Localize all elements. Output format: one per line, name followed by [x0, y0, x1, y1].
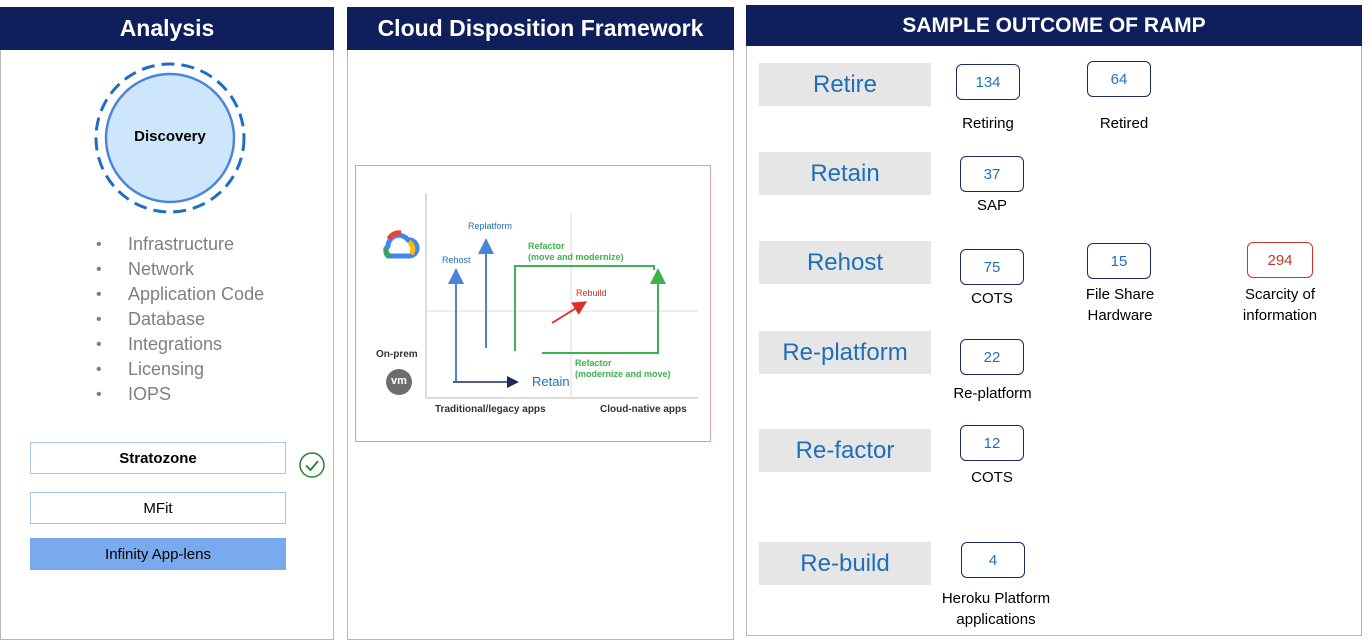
analysis-title: Analysis	[119, 15, 215, 41]
refactor-modernize-line1: Refactor	[575, 358, 612, 368]
analysis-item: Integrations	[96, 332, 264, 357]
category-re-build: Re-build	[759, 542, 931, 585]
tool-label: Infinity App-lens	[105, 545, 211, 563]
tool-stratozone: Stratozone	[30, 442, 286, 474]
value-label-line2: information	[1242, 307, 1318, 324]
value-label: Re-platform	[953, 385, 1032, 402]
check-circle-icon	[299, 452, 325, 478]
value-box-highlight: 294	[1247, 242, 1313, 278]
analysis-item: Application Code	[96, 282, 264, 307]
xaxis-label-legacy: Traditional/legacy apps	[435, 404, 546, 415]
vm-icon: vm	[391, 375, 407, 387]
xaxis-label-cloud-native: Cloud-native apps	[600, 404, 687, 415]
value-label: Retiring	[962, 115, 1014, 132]
value-label: SAP	[976, 197, 1007, 214]
framework-diagram-svg	[383, 193, 698, 399]
refactor-modernize-line2: (modernize and move)	[575, 369, 671, 379]
category-retire: Retire	[759, 63, 931, 106]
category-retain: Retain	[759, 152, 931, 195]
value-box: 4	[961, 542, 1025, 578]
refactor-move-line2: (move and modernize)	[528, 252, 624, 262]
discovery-label: Discovery	[134, 128, 206, 145]
tool-mfit: MFit	[30, 492, 286, 524]
label-onprem: On-prem	[376, 349, 418, 360]
refactor-move-line1: Refactor	[528, 241, 565, 251]
value-box: 37	[960, 156, 1024, 192]
tool-label: Stratozone	[119, 449, 197, 467]
value-box: 15	[1087, 243, 1151, 279]
analysis-item: Database	[96, 307, 264, 332]
value-label-line1: File Share	[1085, 286, 1155, 303]
value-box: 134	[956, 64, 1020, 100]
label-replatform: Replatform	[468, 221, 513, 231]
google-cloud-icon	[383, 230, 420, 259]
label-rebuild: Rebuild	[576, 288, 607, 298]
value-label-line1: Heroku Platform	[941, 590, 1051, 607]
value-label: Heroku Platform applications	[920, 588, 1072, 630]
label-retain: Retain	[532, 374, 570, 389]
ramp-title: SAMPLE OUTCOME OF RAMP	[902, 13, 1206, 37]
analysis-item: Licensing	[96, 357, 264, 382]
framework-diagram: Replatform Rehost Refactor (move and mod…	[355, 165, 711, 442]
label-rehost: Rehost	[442, 255, 471, 265]
framework-title: Cloud Disposition Framework	[377, 15, 704, 41]
value-label: File Share Hardware	[1060, 284, 1180, 326]
value-box: 64	[1087, 61, 1151, 97]
analysis-item: Infrastructure	[96, 232, 264, 257]
analysis-items-list: Infrastructure Network Application Code …	[96, 232, 264, 407]
value-box: 75	[960, 249, 1024, 285]
label-refactor-modernize: Refactor (modernize and move)	[575, 358, 671, 380]
category-re-platform: Re-platform	[759, 331, 931, 374]
value-box: 12	[960, 425, 1024, 461]
label-refactor-move: Refactor (move and modernize)	[528, 241, 624, 263]
value-label: COTS	[971, 469, 1013, 486]
category-rehost: Rehost	[759, 241, 931, 284]
discovery-circle	[94, 62, 246, 214]
value-box: 22	[960, 339, 1024, 375]
tool-label: MFit	[143, 499, 173, 517]
value-label-line1: Scarcity of	[1244, 286, 1316, 303]
framework-header: Cloud Disposition Framework	[347, 7, 734, 50]
analysis-item: IOPS	[96, 382, 264, 407]
value-label: Retired	[1099, 115, 1149, 132]
value-label-line2: applications	[956, 611, 1036, 628]
category-re-factor: Re-factor	[759, 429, 931, 472]
value-label-line2: Hardware	[1087, 307, 1153, 324]
value-label: Scarcity of information	[1220, 284, 1340, 326]
ramp-header: SAMPLE OUTCOME OF RAMP	[746, 5, 1362, 46]
value-label: COTS	[971, 290, 1013, 307]
tool-infinity-app-lens: Infinity App-lens	[30, 538, 286, 570]
analysis-header: Analysis	[0, 7, 334, 50]
analysis-item: Network	[96, 257, 264, 282]
